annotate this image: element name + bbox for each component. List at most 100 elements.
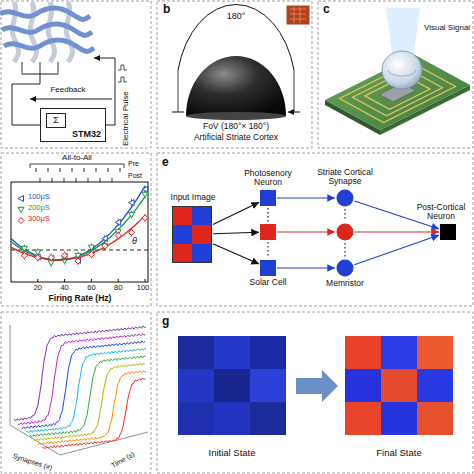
heatmap-cell [214, 369, 250, 402]
data-marker [21, 253, 27, 259]
data-marker [35, 255, 41, 261]
neuron-square: Solar Cell [260, 260, 276, 276]
circle-outline [336, 259, 354, 277]
fit-curve [11, 216, 145, 260]
signal-label: Visual Signal [424, 24, 470, 33]
response-trace [22, 341, 145, 429]
state-label: Initial State [209, 448, 256, 458]
synapse-shape [337, 260, 354, 277]
panel-letter: g [162, 315, 169, 328]
image-pixel [173, 207, 192, 225]
image-pixel [192, 244, 211, 262]
panel-frame [157, 1, 312, 148]
plot-frame [11, 164, 148, 282]
panel-letter: e [162, 156, 169, 169]
dome-lens [382, 51, 422, 89]
image-pixel [192, 207, 211, 225]
panel-frame [1, 312, 151, 473]
pre-spikes [36, 168, 120, 172]
synapse-circle: Striate Cortical Synapse [336, 189, 354, 207]
connector-arrow [354, 235, 439, 265]
data-marker [18, 207, 24, 212]
heatmap-cell [345, 369, 381, 402]
panel-frame [157, 153, 473, 306]
heatmap-cell [381, 402, 417, 435]
connector-arrow [355, 231, 439, 232]
node-text: Post-Cortical Neuron [414, 203, 468, 221]
inset-photo [286, 5, 310, 25]
dome-base [186, 112, 286, 120]
state-label: Final State [376, 448, 421, 458]
data-marker [62, 252, 68, 258]
heatmap-cell [250, 402, 286, 435]
probe-wire [22, 62, 58, 74]
heatmap-cell [381, 336, 417, 369]
data-marker [142, 215, 148, 221]
heatmap-cell [178, 336, 214, 369]
inset-grid [290, 7, 306, 23]
feedback-arrow [30, 99, 112, 100]
axis-title: Firing Rate (Hz) [49, 294, 112, 303]
chip-illustration [325, 8, 470, 135]
waterfall-axes [10, 325, 148, 455]
input-image: Input Image [172, 206, 212, 263]
node-text: Photosenory Neuron [238, 169, 298, 187]
dome-illustration [172, 5, 310, 120]
angle-label: 180° [227, 12, 246, 22]
heatmap-cell [345, 402, 381, 435]
node-text: Σ [47, 114, 65, 127]
connector-arrow [213, 244, 259, 264]
data-marker [18, 218, 24, 224]
data-marker [129, 200, 135, 206]
image-pixel [192, 225, 211, 243]
response-trace [34, 363, 145, 440]
ellipsis-line [267, 242, 268, 258]
node-text: Solar Cell [238, 278, 298, 287]
ellipsis-line [344, 209, 345, 221]
data-marker [142, 192, 148, 197]
legend-text: 300μS [28, 215, 50, 223]
connector-arrow [213, 202, 259, 224]
signal-label: Electrical Pulse [122, 91, 131, 146]
connector-arrow [277, 231, 335, 232]
crossbar-strip [2, 24, 92, 36]
heatmap-cell [417, 369, 453, 402]
data-marker [48, 255, 54, 261]
ellipsis-line [344, 243, 345, 257]
response-trace [38, 371, 146, 446]
output-neuron: Post-Cortical Neuron [440, 224, 456, 240]
neuron-square [260, 224, 276, 240]
panel-frame [1, 153, 151, 306]
connector-arrow [213, 232, 259, 234]
heatmap-cell [178, 402, 214, 435]
spike-label: Post [128, 172, 142, 180]
heatmap-cell [381, 369, 417, 402]
crossbar-illustration [0, 2, 127, 125]
heatmap-cell [178, 369, 214, 402]
response-trace [26, 348, 146, 432]
bracket [30, 164, 124, 168]
heatmap-cell [214, 402, 250, 435]
panel-frame [1, 1, 151, 148]
response-trace [42, 378, 146, 449]
spike-label: Pre [128, 160, 139, 168]
node-text: Input Image [161, 193, 225, 202]
data-marker [115, 219, 121, 225]
panel-frame [318, 1, 473, 148]
data-marker [129, 230, 135, 236]
data-marker [129, 212, 135, 217]
tick-mark [38, 279, 145, 282]
fov-label: FoV (180°× 180°) [203, 122, 269, 131]
neuron-square: Photosenory Neuron [260, 190, 276, 206]
heatmap-cell [250, 336, 286, 369]
plot-axes [11, 182, 148, 282]
data-marker [88, 245, 94, 250]
node-text: Memristor [315, 279, 375, 288]
axis-title: Time (s) [110, 450, 136, 469]
legend-text: 100μS [28, 193, 50, 201]
